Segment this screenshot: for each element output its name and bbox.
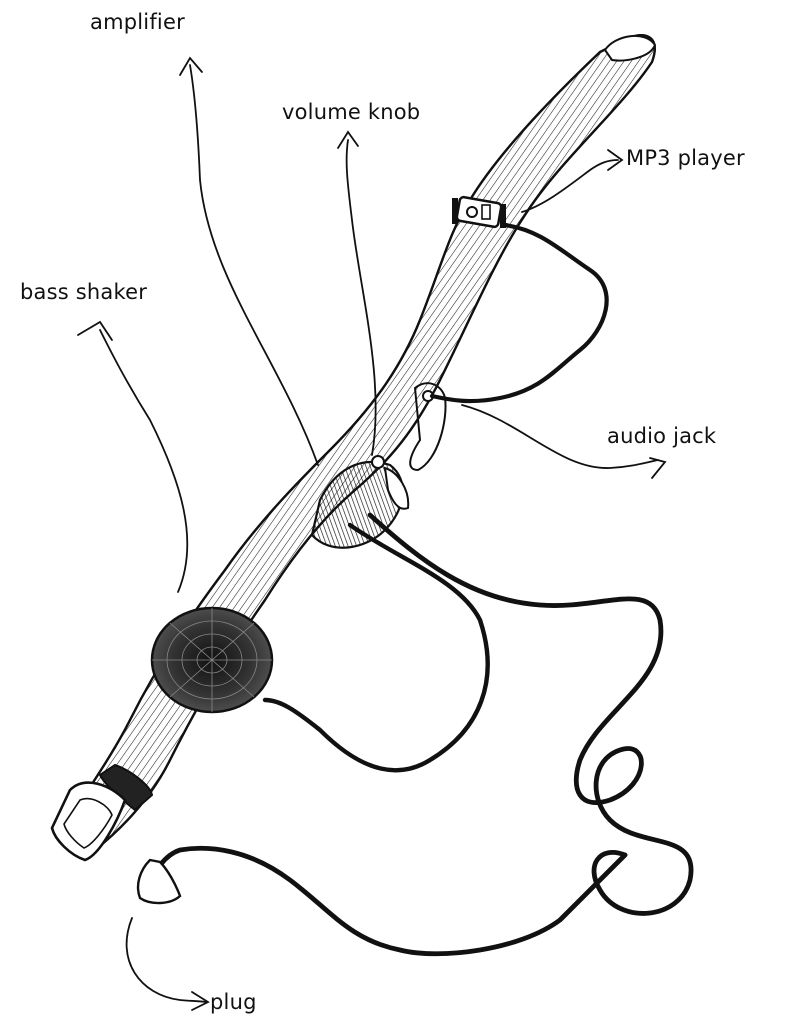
- label-mp3-player: MP3 player: [626, 146, 745, 170]
- bass-shaker-arrow: [100, 330, 187, 592]
- bass-shaker-arrowhead: [78, 322, 112, 340]
- stick: [60, 35, 655, 850]
- shaker-cable: [265, 525, 488, 770]
- plug-cable: [150, 848, 625, 953]
- label-audio-jack: audio jack: [607, 424, 716, 448]
- stick-end: [52, 765, 152, 860]
- amplifier-arrow: [190, 65, 318, 465]
- label-volume-knob: volume knob: [282, 100, 420, 124]
- main-cable: [370, 515, 691, 913]
- plug-device: [138, 860, 180, 903]
- bass-shaker-disc: [152, 608, 272, 712]
- label-plug: plug: [210, 990, 257, 1014]
- plug-arrow: [127, 918, 206, 1002]
- label-amplifier: amplifier: [90, 10, 185, 34]
- label-bass-shaker: bass shaker: [20, 280, 147, 304]
